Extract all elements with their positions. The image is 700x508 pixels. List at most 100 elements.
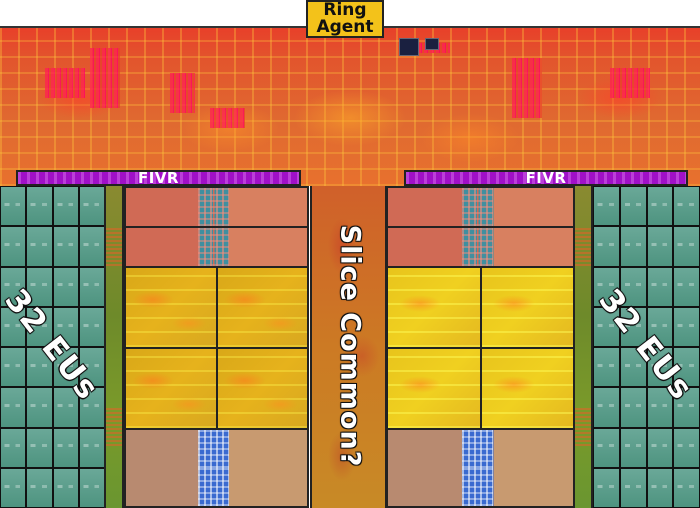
cache-block — [388, 430, 573, 470]
eu — [53, 468, 78, 507]
eu — [594, 348, 619, 387]
cache-block — [388, 228, 573, 268]
eu — [594, 307, 619, 346]
eu — [1, 468, 26, 507]
eu — [79, 307, 104, 346]
eu — [674, 348, 699, 387]
eu — [79, 428, 104, 467]
eu — [594, 267, 619, 306]
logic-block — [512, 58, 542, 118]
eu — [1, 428, 26, 467]
io-chip — [399, 38, 419, 56]
eu-array-left — [0, 186, 105, 508]
eu — [647, 348, 673, 387]
eu — [79, 388, 104, 427]
eu — [620, 227, 646, 266]
eu — [27, 468, 52, 507]
eu — [53, 187, 78, 226]
ring-agent-label: Ring Agent — [306, 0, 384, 38]
eu — [79, 348, 104, 387]
eu — [674, 388, 699, 427]
eu — [594, 468, 619, 507]
eu — [79, 227, 104, 266]
logic-block — [170, 73, 195, 113]
eu — [674, 428, 699, 467]
logic-block — [610, 68, 650, 98]
eu — [53, 388, 78, 427]
eu — [27, 307, 52, 346]
eu — [1, 267, 26, 306]
eu — [1, 348, 26, 387]
slice-common-region: Slice Common? — [310, 186, 387, 508]
eu — [1, 187, 26, 226]
io-chip — [425, 38, 439, 50]
core-block — [126, 268, 216, 347]
eu — [53, 428, 78, 467]
fivr-left: FIVR — [16, 169, 301, 187]
eu — [594, 227, 619, 266]
slice-common-label: Slice Common? — [334, 224, 366, 468]
core-block — [388, 268, 480, 347]
eu — [647, 227, 673, 266]
logic-block — [90, 48, 120, 108]
eu-array-right — [593, 186, 700, 508]
eu — [647, 267, 673, 306]
eu — [27, 227, 52, 266]
eu — [53, 267, 78, 306]
eu — [674, 468, 699, 507]
eu — [647, 388, 673, 427]
eu — [674, 267, 699, 306]
eu — [620, 348, 646, 387]
cache-block — [388, 468, 573, 506]
eu — [1, 307, 26, 346]
cache-block — [126, 228, 307, 268]
core-block — [388, 349, 480, 428]
eu — [620, 388, 646, 427]
eu — [79, 267, 104, 306]
eu — [27, 388, 52, 427]
eu — [620, 468, 646, 507]
eu — [620, 307, 646, 346]
slice-left — [124, 186, 309, 508]
fivr-right-label: FIVR — [525, 169, 567, 187]
eu — [647, 307, 673, 346]
eu — [27, 267, 52, 306]
core-block — [481, 268, 573, 347]
eu — [647, 428, 673, 467]
eu — [27, 187, 52, 226]
eu — [620, 267, 646, 306]
eu — [647, 468, 673, 507]
cache-block — [388, 188, 573, 228]
cache-block — [126, 468, 307, 506]
core-block — [217, 349, 307, 428]
cache-block — [126, 430, 307, 470]
fivr-right: FIVR — [404, 169, 688, 187]
uncore-region — [0, 26, 700, 186]
eu — [674, 187, 699, 226]
eu — [674, 227, 699, 266]
core-block — [481, 349, 573, 428]
eu — [53, 227, 78, 266]
core-block — [217, 268, 307, 347]
eu — [1, 388, 26, 427]
eu — [27, 428, 52, 467]
sampler-strip-right — [573, 186, 593, 508]
core-block — [126, 349, 216, 428]
eu — [1, 227, 26, 266]
eu — [594, 428, 619, 467]
logic-block — [210, 108, 245, 128]
eu — [53, 348, 78, 387]
eu — [53, 307, 78, 346]
slice-right — [386, 186, 575, 508]
eu — [27, 348, 52, 387]
eu — [79, 187, 104, 226]
cache-block — [126, 188, 307, 228]
fivr-left-label: FIVR — [138, 169, 179, 187]
ring-agent-text-line1: Ring — [323, 0, 367, 20]
eu — [674, 307, 699, 346]
eu — [594, 187, 619, 226]
eu — [620, 428, 646, 467]
eu — [79, 468, 104, 507]
sampler-strip-left — [104, 186, 124, 508]
eu — [620, 187, 646, 226]
